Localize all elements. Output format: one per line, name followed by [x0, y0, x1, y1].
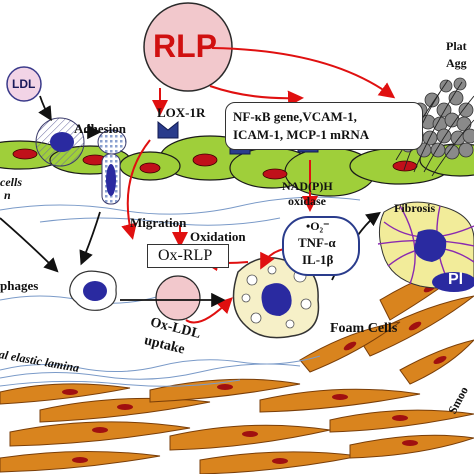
- plaque-partial-label: Pl: [448, 271, 464, 288]
- ox-rlp-label: Ox-RLP: [158, 247, 213, 264]
- cells-partial-label: cells: [0, 175, 22, 189]
- oxidation-label: Oxidation: [190, 229, 246, 244]
- superoxide-label: •O₂⁻: [306, 219, 330, 233]
- ldl-particle: [6, 66, 42, 102]
- gene-expression-box: [225, 102, 423, 150]
- cytokines-box: [282, 216, 360, 276]
- arrow-cells-to-macrophage: [0, 217, 59, 273]
- ldl-label: LDL: [12, 77, 36, 91]
- smooth-muscle-layer: [0, 261, 474, 474]
- foam-cell: [232, 257, 320, 339]
- rlp-label: RLP: [153, 28, 217, 64]
- arrow-migration-to-macrophage: [79, 211, 101, 266]
- ox-rlp-box: [147, 244, 229, 268]
- ox-rlp-particle: [155, 275, 201, 321]
- migrating-monocyte: [97, 129, 127, 205]
- platelet-line2-label: Agg: [446, 56, 467, 70]
- macrophages-label: phages: [0, 278, 39, 293]
- nadph-line2-label: oxidase: [288, 194, 327, 208]
- arrow-lox1r-to-migration: [121, 139, 151, 240]
- foam-cells-label: Foam Cells: [330, 321, 398, 336]
- gene-line1-label: NF-κB gene,VCAM-1,: [233, 109, 357, 124]
- platelet-line1-label: Plat: [446, 39, 467, 53]
- adhering-monocyte: [35, 117, 85, 167]
- arrow-rlp-to-genes: [209, 85, 304, 107]
- elastic-lamina-lines: [0, 196, 361, 387]
- nadph-line1-label: NAD(P)H: [282, 179, 333, 193]
- macrophage: [69, 270, 117, 311]
- lox1r-label: LOX-1R: [157, 105, 206, 120]
- fibrotic-plaque: [377, 201, 474, 292]
- cells-partial-label-2: n: [4, 188, 11, 202]
- tnf-label: TNF-α: [298, 235, 336, 250]
- adhesion-label: Adhesion: [74, 121, 127, 136]
- fibrosis-label: Fibrosis: [394, 201, 436, 215]
- arrow-ldl-to-adhesion: [38, 95, 52, 122]
- il1-label: IL-1β: [302, 252, 334, 267]
- migration-label: Migration: [130, 215, 187, 230]
- gene-line2-label: ICAM-1, MCP-1 mRNA: [233, 127, 370, 142]
- rlp-particle: [143, 2, 233, 92]
- arrow-rlp-to-platelets: [211, 47, 396, 99]
